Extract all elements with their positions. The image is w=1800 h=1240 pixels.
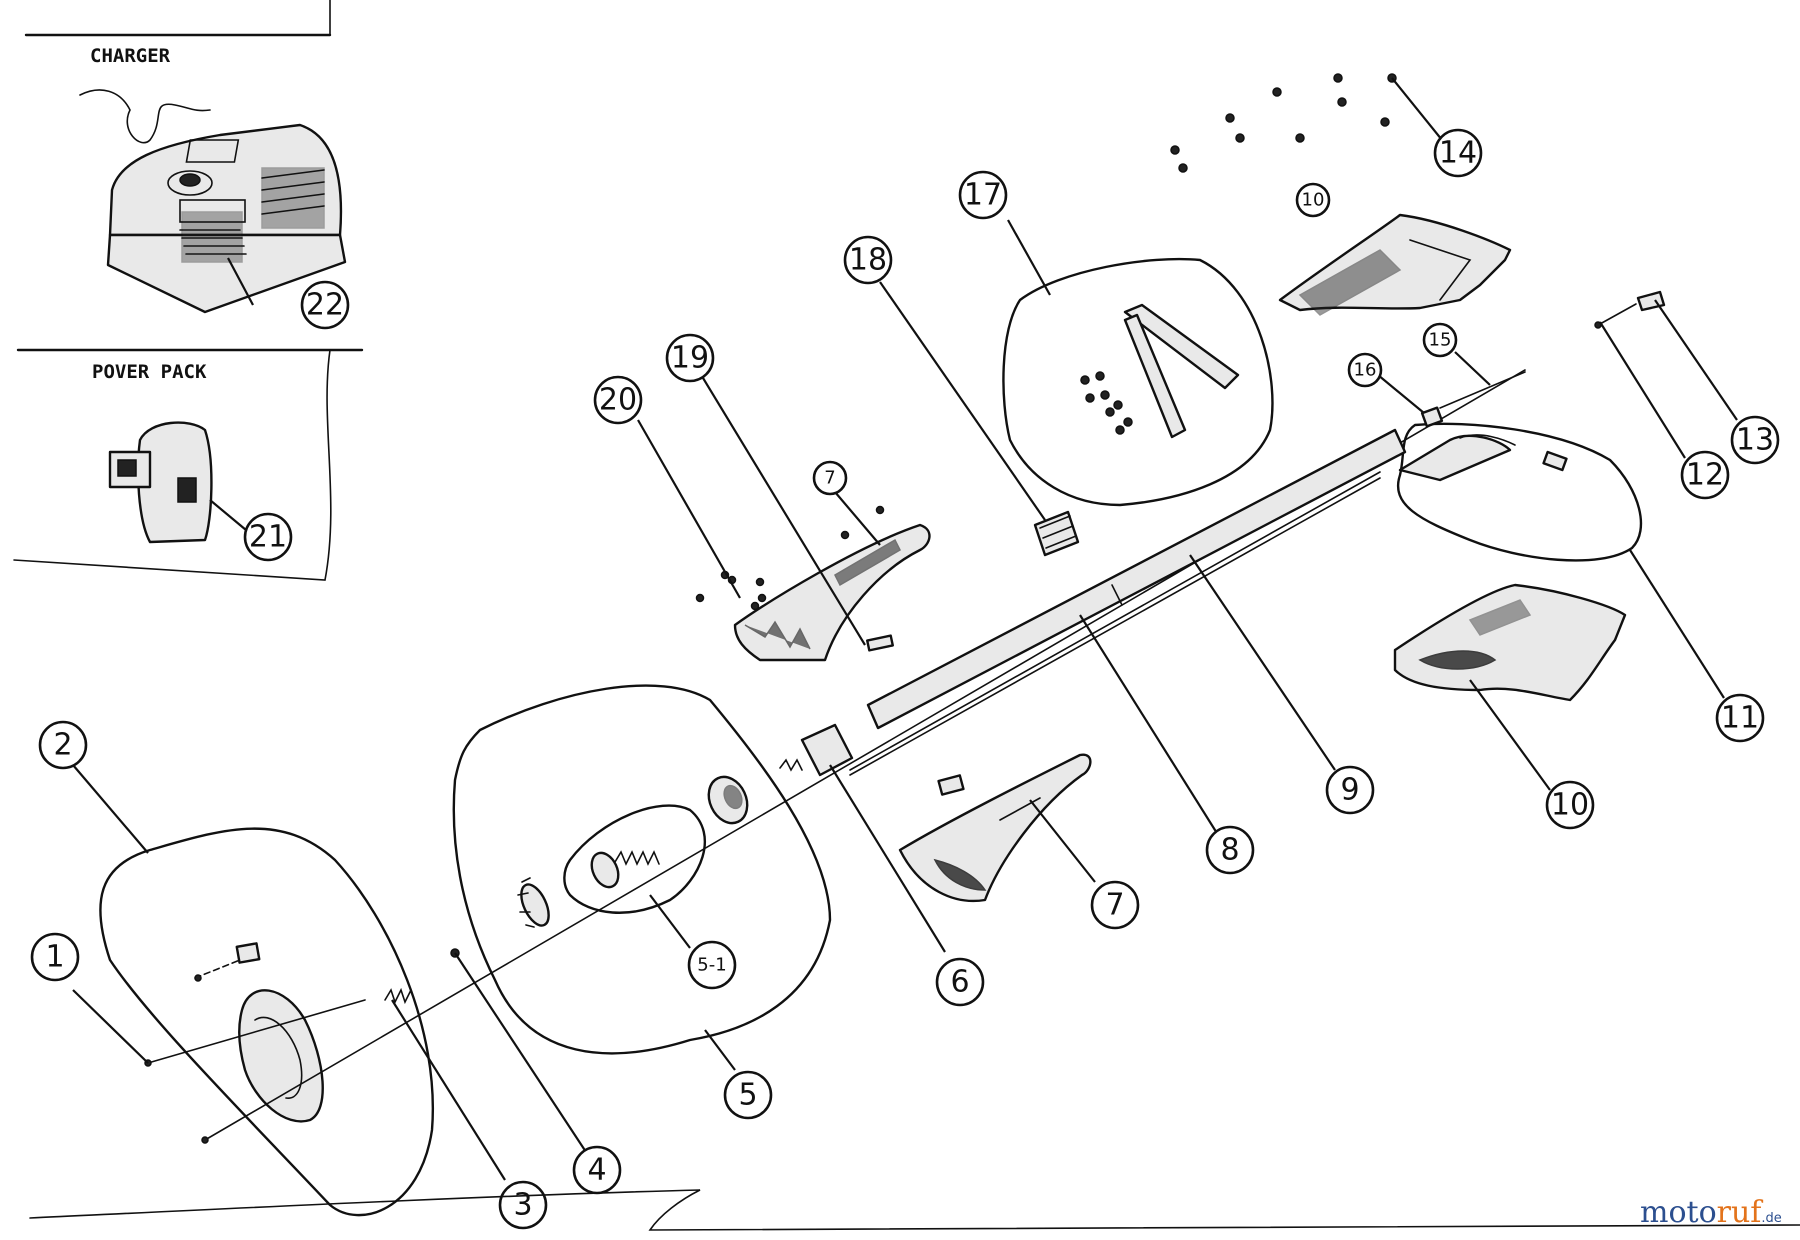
part-5-gear (517, 877, 550, 928)
part-7-gear-housing-lower (898, 753, 1092, 903)
watermark-part3: .de (1761, 1211, 1781, 1226)
callouts: 1 2 3 4 5 5-1 6 7 (30, 128, 1780, 1230)
svg-text:8: 8 (1220, 833, 1239, 868)
callout-13: 13 (1730, 415, 1780, 465)
callout-1: 1 (30, 932, 80, 982)
part-10-handle-lower (1393, 583, 1627, 702)
svg-text:22: 22 (306, 288, 344, 323)
power-pack-inset: POVER PACK (92, 361, 213, 544)
callout-14: 14 (1433, 128, 1483, 178)
callout-4: 4 (572, 1145, 622, 1195)
inset-frame (13, 0, 364, 581)
part-17-hardware-kit (1080, 303, 1240, 439)
svg-text:19: 19 (671, 341, 709, 376)
part-10-handle-upper (1278, 213, 1512, 316)
power-pack-label: POVER PACK (92, 361, 207, 383)
svg-text:7: 7 (1105, 888, 1124, 923)
charger-vent-left (179, 211, 247, 263)
part-1-end-cap (194, 942, 324, 1123)
svg-text:18: 18 (849, 243, 887, 278)
svg-text:21: 21 (249, 520, 287, 555)
svg-text:1: 1 (45, 940, 64, 975)
svg-text:10: 10 (1302, 190, 1325, 211)
part-14-screws (1170, 73, 1397, 173)
svg-text:16: 16 (1354, 360, 1377, 381)
part-15-16-fasteners (1420, 371, 1526, 428)
callout-8: 8 (1205, 825, 1255, 875)
callout-10-lower: 10 (1545, 780, 1595, 830)
svg-text:2: 2 (53, 728, 72, 763)
svg-text:20: 20 (599, 383, 637, 418)
part-6-coupler (779, 723, 854, 777)
svg-text:11: 11 (1721, 701, 1759, 736)
svg-text:9: 9 (1340, 773, 1359, 808)
part-12-13-trigger (1594, 290, 1666, 329)
part-5-bushing (707, 775, 749, 825)
svg-text:3: 3 (513, 1188, 532, 1223)
svg-text:13: 13 (1736, 423, 1774, 458)
callout-2: 2 (38, 720, 88, 770)
svg-text:4: 4 (587, 1153, 606, 1188)
callout-7-upper: 7 (812, 460, 848, 496)
callout-5-1: 5-1 (687, 940, 737, 990)
callout-7-lower: 7 (1090, 880, 1140, 930)
leader-lines (72, 77, 1738, 1181)
callout-11: 11 (1715, 693, 1765, 743)
power-pack-illustration (108, 421, 213, 544)
watermark-part1: moto (1640, 1195, 1717, 1230)
svg-text:7: 7 (824, 468, 835, 489)
charger-label: CHARGER (90, 45, 171, 67)
callout-6: 6 (935, 957, 985, 1007)
part-3-spring (384, 987, 412, 1005)
charger-vent-right (261, 167, 325, 229)
charger-illustration (79, 89, 347, 314)
watermark-part2: ruf (1717, 1195, 1764, 1230)
callout-18: 18 (843, 235, 893, 285)
callout-3: 3 (498, 1180, 548, 1230)
part-8-9-shaft-tube (849, 428, 1407, 776)
svg-text:5-1: 5-1 (697, 955, 726, 976)
callout-22: 22 (300, 280, 350, 330)
svg-text:6: 6 (950, 965, 969, 1000)
callout-15: 15 (1422, 322, 1458, 358)
callout-16: 16 (1347, 352, 1383, 388)
group-outline-17 (1002, 257, 1274, 507)
svg-text:motoruf.de: motoruf.de (1640, 1195, 1782, 1230)
svg-text:12: 12 (1686, 458, 1724, 493)
part-11-upper-handle (1398, 434, 1568, 482)
group-outline-5-1 (563, 804, 707, 914)
group-outline-11 (1397, 422, 1643, 562)
callout-19: 19 (665, 333, 715, 383)
group-outline-2 (99, 827, 435, 1217)
part-18-knob (1033, 510, 1080, 557)
callout-17: 17 (958, 170, 1008, 220)
watermark-logo: motoruf.de (1640, 1195, 1782, 1230)
callout-12: 12 (1680, 450, 1730, 500)
callout-10-upper: 10 (1295, 182, 1331, 218)
callout-9: 9 (1325, 765, 1375, 815)
callout-20: 20 (593, 375, 643, 425)
svg-text:10: 10 (1551, 788, 1589, 823)
callout-5: 5 (723, 1070, 773, 1120)
callout-21: 21 (243, 512, 293, 562)
svg-text:17: 17 (964, 178, 1002, 213)
scan-edge (29, 1189, 1800, 1231)
part-5-1-motor-spring (590, 850, 660, 889)
svg-text:5: 5 (738, 1078, 757, 1113)
svg-text:15: 15 (1429, 330, 1452, 351)
charger-inset: CHARGER (79, 45, 347, 314)
svg-text:14: 14 (1439, 136, 1477, 171)
group-outline-5 (452, 684, 832, 1055)
